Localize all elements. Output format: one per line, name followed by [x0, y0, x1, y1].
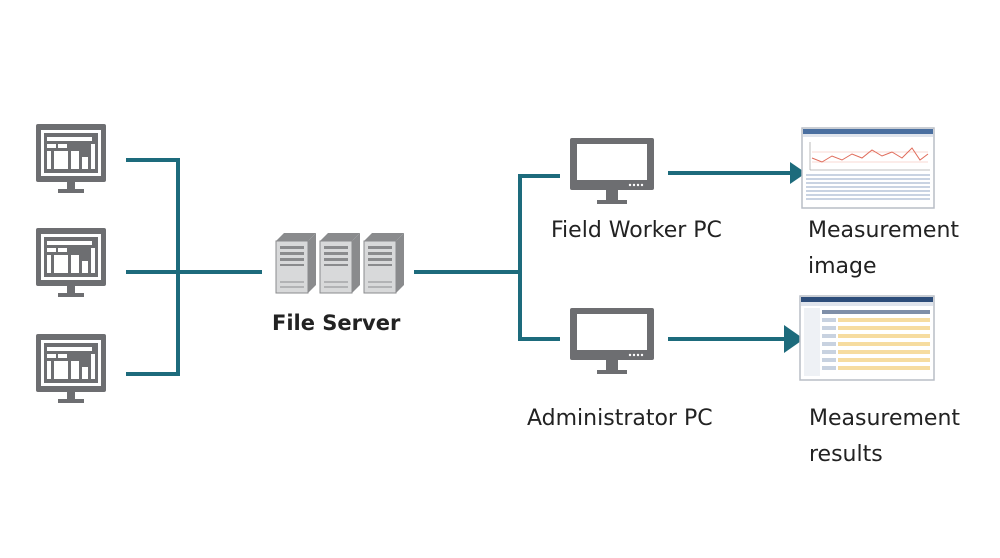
administrator-pc-label: Administrator PC [527, 406, 713, 431]
field-worker-pc-icon [570, 138, 654, 204]
measurement-image-label-line1: Measurement [808, 218, 960, 243]
administrator-pc-icon [570, 308, 654, 374]
terminal-2-icon [36, 228, 106, 297]
results-table-screenshot-icon [799, 295, 935, 381]
right-connector [414, 174, 560, 341]
left-connector [126, 158, 262, 376]
field-worker-pc-label: Field Worker PC [551, 218, 722, 243]
line-chart-screenshot-icon [801, 127, 935, 209]
server-rack-icon [275, 232, 405, 294]
terminal-3-icon [36, 334, 106, 403]
measurement-results-label-line1: Measurement [809, 406, 961, 431]
arrow-to-measurement-image [668, 162, 806, 184]
measurement-image-label-line2: image [808, 254, 877, 279]
arrow-to-measurement-results [668, 325, 804, 353]
file-server-label: File Server [272, 311, 401, 335]
terminal-1-icon [36, 124, 106, 193]
measurement-results-label-line2: results [809, 442, 883, 467]
